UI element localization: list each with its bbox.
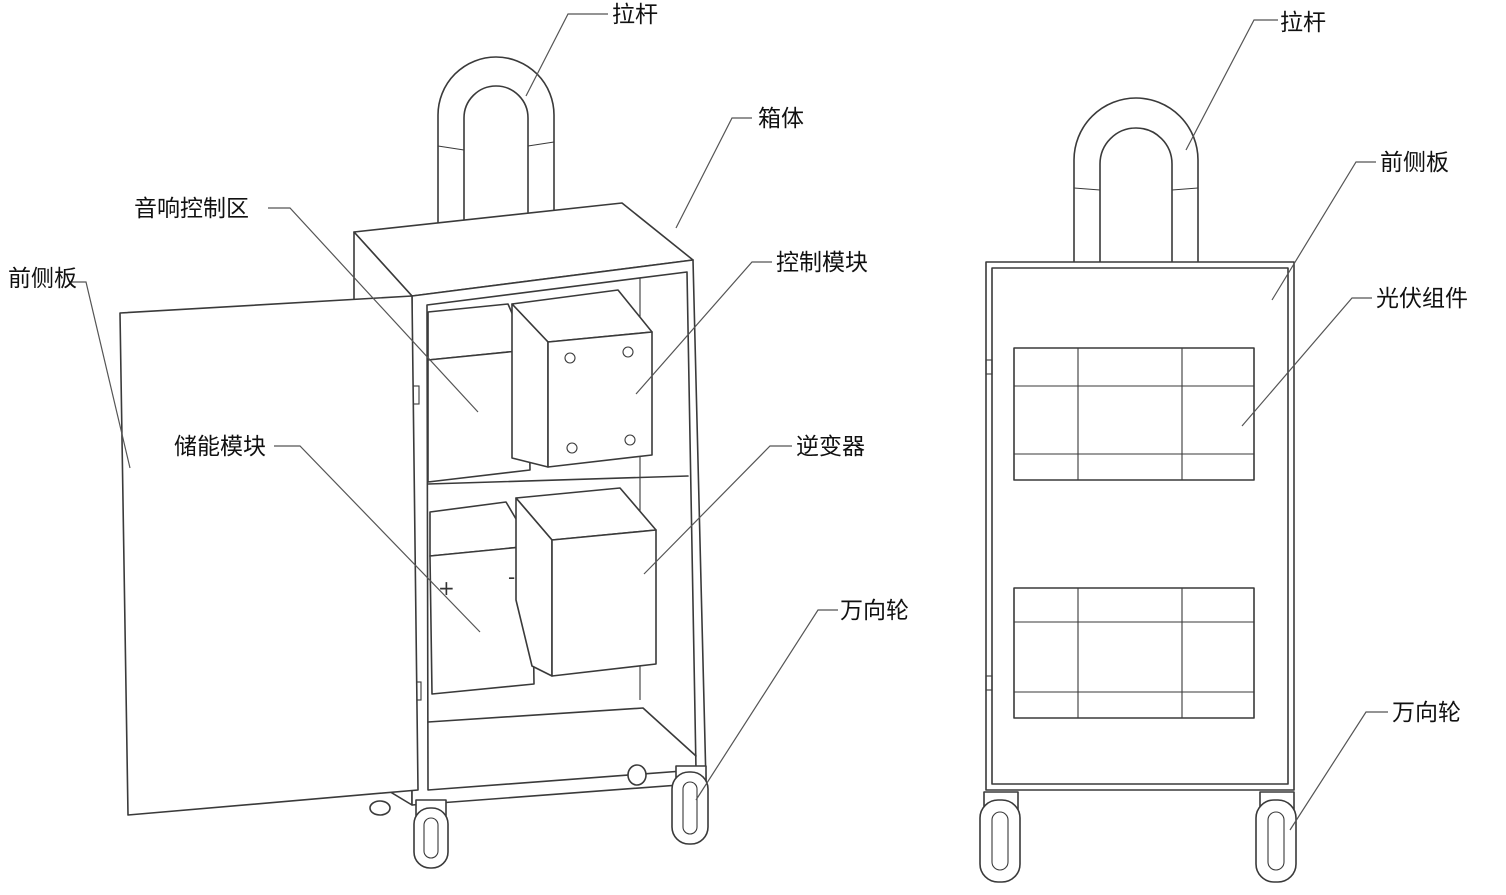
left-label-inverter: 逆变器 bbox=[796, 434, 865, 460]
left-leaders bbox=[70, 13, 838, 801]
left-label-control-module: 控制模块 bbox=[776, 250, 868, 276]
pv-panel-lower bbox=[1013, 587, 1255, 719]
right-label-front-panel: 前侧板 bbox=[1380, 150, 1449, 176]
left-label-storage-module: 储能模块 bbox=[174, 434, 266, 460]
left-pull-handle bbox=[437, 56, 555, 229]
right-label-caster: 万向轮 bbox=[1392, 700, 1461, 726]
left-front-door bbox=[119, 295, 419, 816]
right-leaders bbox=[1185, 19, 1388, 831]
left-casters bbox=[369, 764, 709, 869]
left-figure: + - bbox=[8, 2, 909, 869]
right-casters bbox=[979, 791, 1297, 883]
battery-minus-sign: - bbox=[508, 565, 515, 589]
right-caster-left bbox=[979, 791, 1021, 883]
inverter-box bbox=[515, 487, 657, 677]
left-caster-front-right bbox=[671, 765, 709, 845]
right-label-handle: 拉杆 bbox=[1280, 10, 1326, 36]
battery-plus-sign: + bbox=[438, 576, 455, 600]
pv-panel-upper bbox=[1013, 347, 1255, 481]
left-label-audio-control: 音响控制区 bbox=[134, 196, 249, 222]
storage-module-box: + - bbox=[429, 501, 535, 695]
right-caster-right bbox=[1255, 791, 1297, 883]
left-label-front-panel: 前侧板 bbox=[8, 266, 77, 292]
right-pull-handle bbox=[1073, 97, 1199, 263]
control-module-box bbox=[511, 289, 653, 468]
left-label-cabinet: 箱体 bbox=[758, 106, 804, 132]
left-caster-front-left bbox=[413, 799, 449, 869]
right-figure: 拉杆 前侧板 光伏组件 万向轮 bbox=[979, 10, 1468, 883]
left-label-handle: 拉杆 bbox=[612, 2, 658, 28]
right-cabinet-body bbox=[985, 261, 1295, 791]
left-label-caster: 万向轮 bbox=[840, 598, 909, 624]
right-label-pv-module: 光伏组件 bbox=[1376, 286, 1468, 312]
